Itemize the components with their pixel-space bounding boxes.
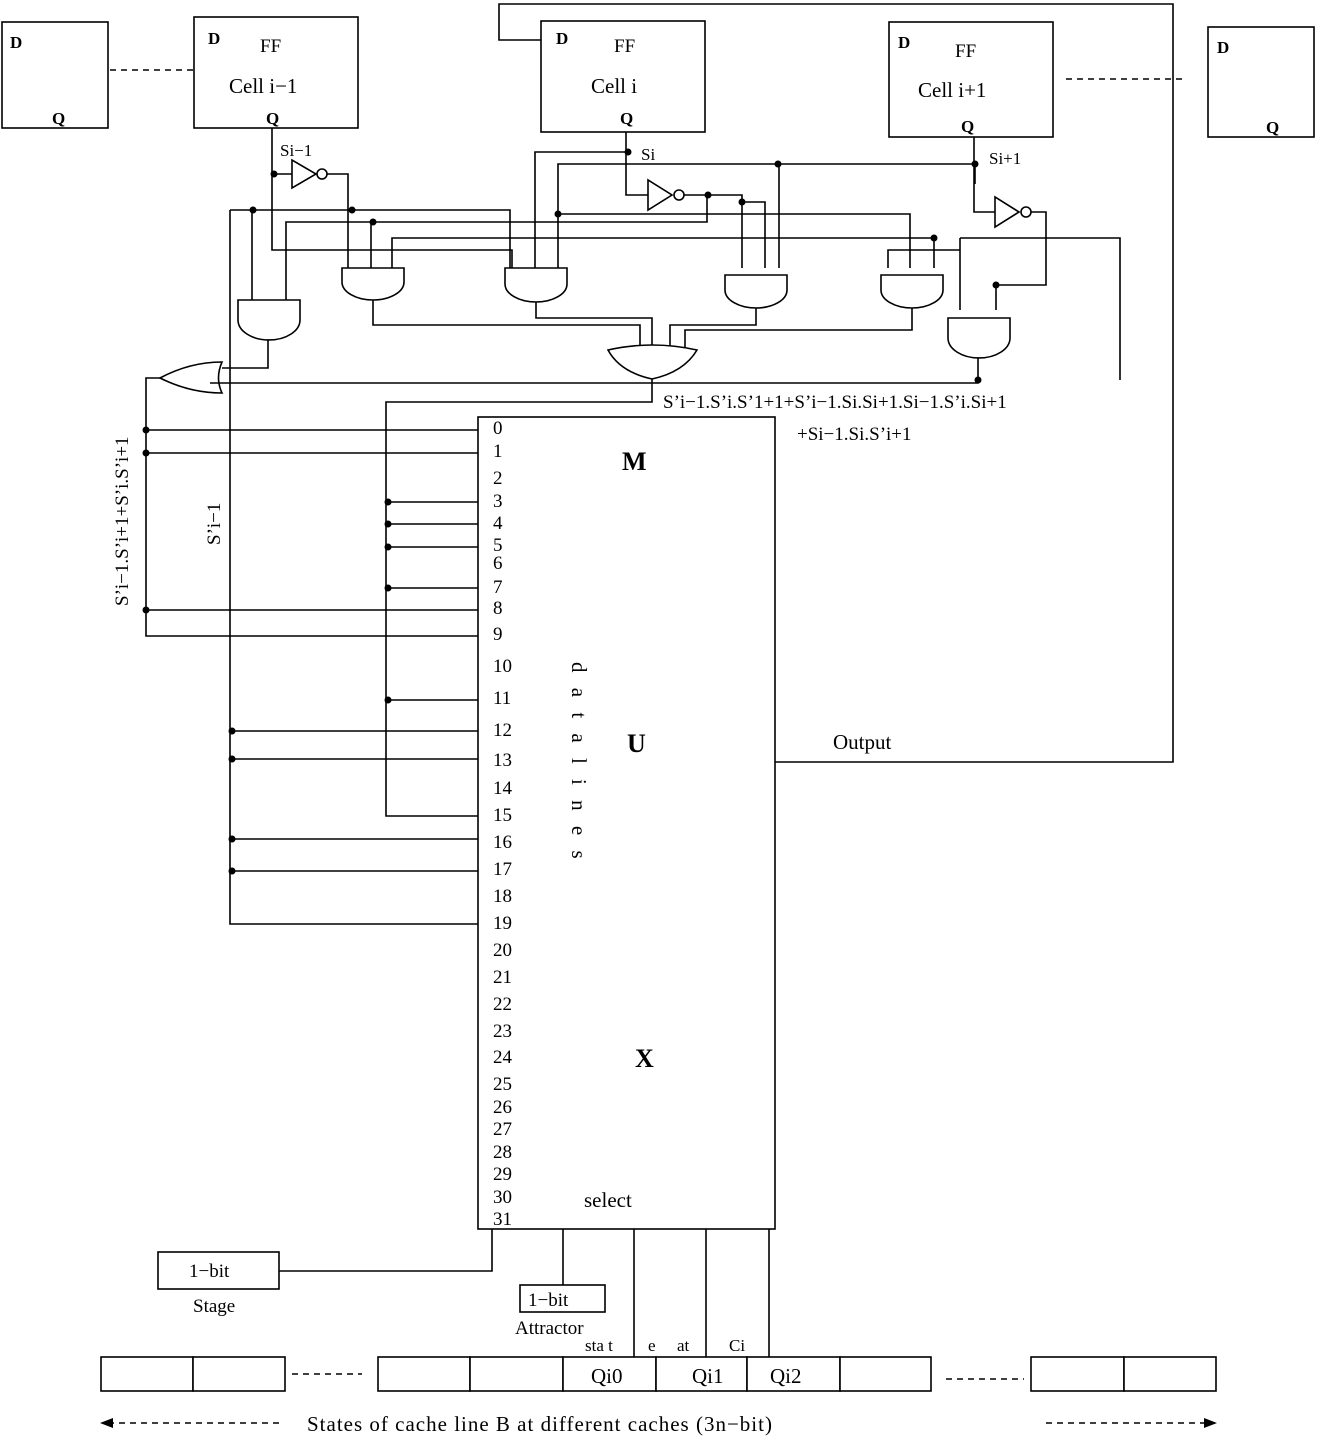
mux-input-16: 16 — [493, 832, 512, 853]
mux-select: select — [584, 1188, 632, 1212]
mux-input-2: 2 — [493, 468, 503, 489]
mux-input-1: 1 — [493, 441, 503, 462]
ff-cell-prev: D FF Cell i−1 Q — [193, 16, 359, 129]
stage-bit-label: 1−bit — [189, 1261, 230, 1282]
label-si-next: Si+1 — [989, 149, 1021, 168]
mux-input-24: 24 — [493, 1047, 513, 1068]
mux-input-6: 6 — [493, 553, 503, 574]
ff-next-q: Q — [961, 117, 974, 136]
label-s-prime-prev: S’i−1 — [204, 503, 225, 545]
ff-cur-q: Q — [620, 109, 633, 128]
cache-line-cells — [100, 1356, 1217, 1392]
state-label-c: at — [677, 1336, 690, 1355]
state-label-d: Ci — [729, 1336, 745, 1355]
expr-line-1: S’i−1.S’i.S’1+1+S’i−1.Si.Si+1.Si−1.S’i.S… — [663, 392, 1007, 413]
mux-input-3: 3 — [493, 491, 503, 512]
mux-input-13: 13 — [493, 750, 512, 771]
mux-input-11: 11 — [493, 688, 511, 709]
mux-input-12: 12 — [493, 720, 512, 741]
and-gate-6 — [947, 317, 1011, 359]
mux-input-21: 21 — [493, 967, 512, 988]
mux-input-17: 17 — [493, 859, 512, 880]
and-gate-3 — [504, 267, 568, 303]
mux-input-22: 22 — [493, 994, 512, 1015]
mux-input-10: 10 — [493, 656, 512, 677]
label-si: Si — [641, 145, 655, 164]
ff-next-d: D — [898, 33, 910, 52]
mux-input-7: 7 — [493, 577, 503, 598]
mux-input-5: 5 — [493, 535, 503, 556]
mux-input-28: 28 — [493, 1142, 512, 1163]
ff-left-q: Q — [52, 109, 65, 128]
ff-next-name: Cell i+1 — [918, 78, 986, 102]
and-gate-4 — [724, 274, 788, 309]
mux-input-31: 31 — [493, 1209, 512, 1230]
mux-input-9: 9 — [493, 624, 503, 645]
ff-left-edge: D Q — [1, 21, 109, 129]
expr-line-2: +Si−1.Si.S’i+1 — [797, 424, 912, 445]
label-si-prev: Si−1 — [280, 141, 312, 160]
ff-cell-cur: D FF Cell i Q — [540, 20, 706, 133]
mux-input-8: 8 — [493, 598, 503, 619]
mux-data-lines: d a t a l i n e s — [567, 662, 591, 859]
cache-line-caption: States of cache line B at different cach… — [307, 1412, 773, 1436]
ff-cell-next: D FF Cell i+1 Q — [888, 21, 1054, 138]
ff-right-edge: D Q — [1207, 26, 1315, 138]
mux-input-26: 26 — [493, 1097, 512, 1118]
mux-input-15: 15 — [493, 805, 512, 826]
mux-block — [477, 416, 776, 1230]
mux-output: Output — [833, 730, 892, 754]
ff-right-q: Q — [1266, 118, 1279, 137]
or-gate-left — [158, 361, 224, 394]
qi2-label: Qi2 — [770, 1364, 802, 1388]
ff-cur-d: D — [556, 29, 568, 48]
ff-left-d: D — [10, 33, 22, 52]
and-gate-1 — [237, 299, 301, 341]
ff-prev-ff: FF — [260, 36, 281, 57]
ff-prev-name: Cell i−1 — [229, 74, 297, 98]
mux-x: X — [635, 1044, 654, 1073]
mux-m: M — [622, 447, 647, 476]
inverter-si — [647, 178, 674, 212]
mux-input-18: 18 — [493, 886, 512, 907]
inverter-si-next — [994, 195, 1021, 229]
junction-dots — [142, 148, 1000, 875]
and-gate-5 — [880, 274, 944, 309]
feedback-wire — [498, 3, 1174, 763]
stage-bit-box — [157, 1251, 280, 1290]
ff-cur-ff: FF — [614, 36, 635, 57]
and-gate-2 — [341, 267, 405, 301]
stage-label: Stage — [193, 1296, 235, 1317]
mux-input-14: 14 — [493, 778, 513, 799]
mux-input-4: 4 — [493, 513, 503, 534]
attractor-label: Attractor — [515, 1318, 584, 1339]
qi0-label: Qi0 — [591, 1364, 623, 1388]
attractor-bit-box — [519, 1284, 606, 1313]
mux-input-30: 30 — [493, 1187, 512, 1208]
state-label-b: e — [648, 1336, 656, 1355]
ff-prev-d: D — [208, 29, 220, 48]
ff-prev-q: Q — [266, 109, 279, 128]
mux-input-23: 23 — [493, 1021, 512, 1042]
mux-input-29: 29 — [493, 1164, 512, 1185]
inverter-si-prev — [291, 158, 318, 190]
mux-input-0: 0 — [493, 418, 503, 439]
ff-right-d: D — [1217, 38, 1229, 57]
ff-next-ff: FF — [955, 41, 976, 62]
mux-u: U — [627, 729, 646, 758]
attractor-bit-label: 1−bit — [528, 1290, 569, 1311]
mux-input-25: 25 — [493, 1074, 512, 1095]
mux-input-20: 20 — [493, 940, 512, 961]
mux-input-19: 19 — [493, 913, 512, 934]
expr-vertical: S’i−1.S’i+1+S’i.S’i+1 — [112, 436, 133, 606]
qi1-label: Qi1 — [692, 1364, 724, 1388]
mux-input-27: 27 — [493, 1119, 512, 1140]
mux-input-labels: 0123456789101112131415161718192021222324… — [493, 418, 513, 1230]
state-label-a: sta t — [585, 1336, 613, 1355]
ff-cur-name: Cell i — [591, 74, 637, 98]
or-gate-main — [606, 344, 699, 380]
